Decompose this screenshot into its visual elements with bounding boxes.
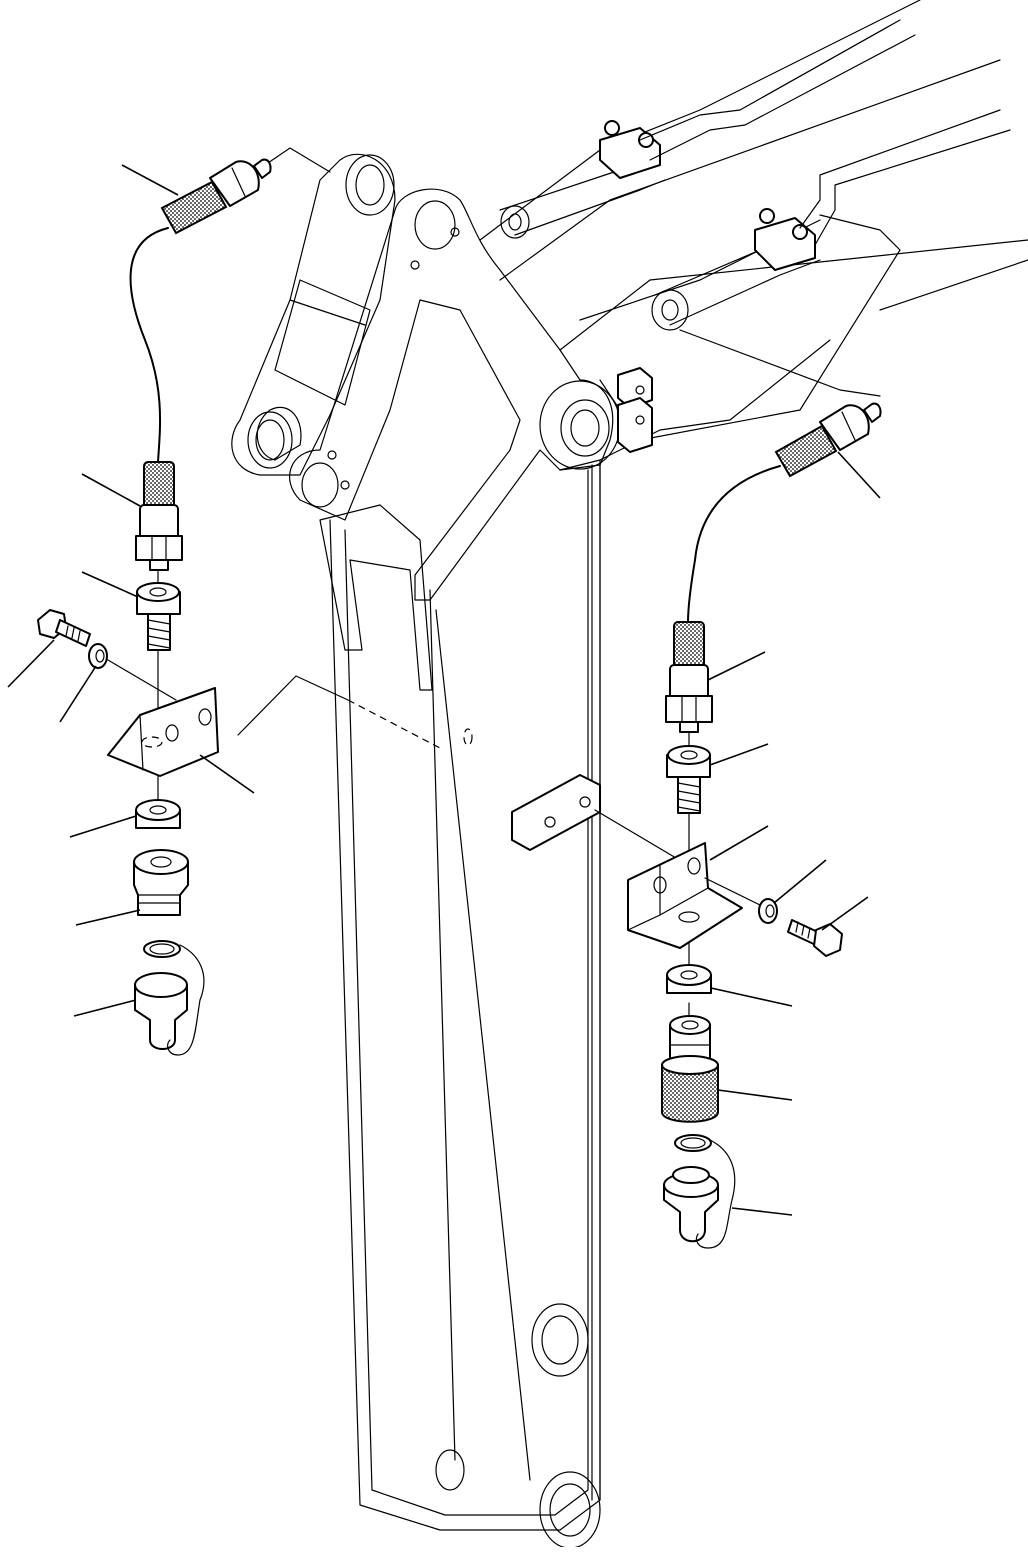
leader-hose-fitting-right <box>837 451 881 499</box>
link-plate-left <box>231 153 396 476</box>
leader-washer-right <box>773 859 827 904</box>
o-ring-right <box>674 1134 712 1152</box>
callout-leaders <box>7 164 881 1216</box>
routing-lines <box>237 147 881 859</box>
pipe-clamp-upper <box>599 120 661 179</box>
adapter-right <box>666 745 711 814</box>
bolt-left <box>37 609 91 647</box>
leader-washer-left <box>59 665 97 723</box>
boom-head <box>289 188 614 601</box>
pin-boss-lower-left <box>435 1449 465 1491</box>
leader-bracket-right <box>709 825 769 861</box>
leader-nut-right <box>710 987 793 1007</box>
o-ring-left <box>143 940 181 958</box>
pressure-hose-right <box>687 465 781 623</box>
mount-block-1 <box>617 367 653 409</box>
leader-coupler-right <box>717 1089 793 1101</box>
leader-adapter-right <box>709 743 769 766</box>
boom-body <box>479 0 1028 441</box>
hose-fitting-lower-left <box>135 461 183 571</box>
pipe-clamp-lower <box>754 208 816 271</box>
dust-cap-left <box>134 944 205 1056</box>
dust-cap-right <box>663 1139 736 1249</box>
washer-right <box>758 898 778 924</box>
bracket-right <box>627 842 743 949</box>
washer-left <box>88 643 108 669</box>
leader-dust-cap-right <box>731 1207 793 1216</box>
hydraulic-pipe-1 <box>639 19 916 161</box>
coupler-left <box>133 849 189 916</box>
coupler-right <box>661 1015 719 1123</box>
bracket-left <box>107 687 219 777</box>
arm-mount-block <box>511 774 601 851</box>
leader-nut-left <box>69 815 137 838</box>
hose-fitting-lower-right <box>665 621 713 733</box>
leader-dust-cap-left <box>73 999 137 1017</box>
leader-hose-fitting-lower-left <box>81 473 141 507</box>
leader-hose-fitting-upper-left <box>121 164 179 196</box>
arm-structure <box>231 0 1028 1549</box>
nut-right <box>666 964 712 994</box>
leader-hose-fitting-lower-right <box>707 651 766 681</box>
adapter-left <box>136 582 181 651</box>
left-assembly <box>37 158 272 1056</box>
arm-body <box>329 459 601 1531</box>
pin-boss-mid <box>531 1303 589 1377</box>
hose-fitting-right <box>774 402 882 478</box>
leader-bracket-left <box>199 754 255 794</box>
right-assembly <box>627 402 882 1249</box>
hydraulic-pipe-2 <box>799 109 1011 246</box>
leader-bolt-right <box>821 896 869 931</box>
leader-bolt-left <box>7 639 55 688</box>
hose-fitting-upper-left <box>160 158 272 235</box>
mount-block-2 <box>617 397 653 453</box>
leader-adapter-left <box>81 571 139 598</box>
nut-left <box>135 799 181 829</box>
pressure-hose-left <box>129 227 169 463</box>
bolt-right <box>787 919 843 957</box>
leader-coupler-left <box>75 909 141 926</box>
